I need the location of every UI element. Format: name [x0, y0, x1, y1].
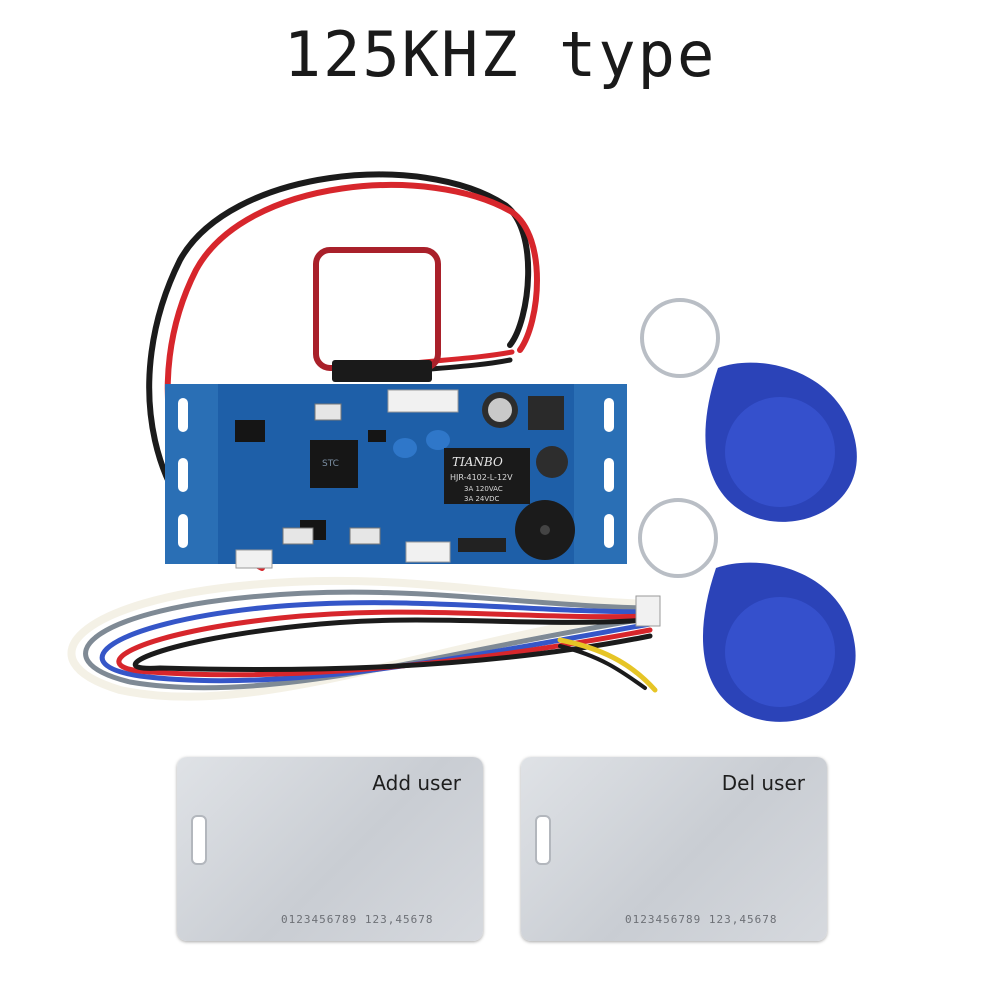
relay-rating-dc: 3A 24VDC [464, 495, 500, 503]
del-user-card: Del user 0123456789 123,45678 [521, 757, 827, 941]
add-user-card: Add user 0123456789 123,45678 [177, 757, 483, 941]
card-number: 0123456789 123,45678 [625, 913, 778, 926]
card-number: 0123456789 123,45678 [281, 913, 434, 926]
chip-label: STC [322, 459, 339, 469]
relay-brand: TIANBO [452, 455, 503, 469]
card-slot [535, 815, 551, 865]
card-slot [191, 815, 207, 865]
keyfob-top [640, 298, 857, 522]
page-title: 125KHZ type [283, 18, 717, 91]
wire-harness [67, 576, 661, 701]
relay-model: HJR-4102-L-12V [450, 473, 513, 482]
card-label: Add user [372, 771, 461, 795]
controller-board: STC TIANBO HJR-4102-L-12V 3A 120VAC 3A 2… [165, 384, 627, 569]
card-label: Del user [721, 771, 805, 795]
relay-rating-ac: 3A 120VAC [464, 485, 503, 493]
antenna-coil [313, 247, 441, 382]
keyfob-bottom [638, 498, 856, 722]
